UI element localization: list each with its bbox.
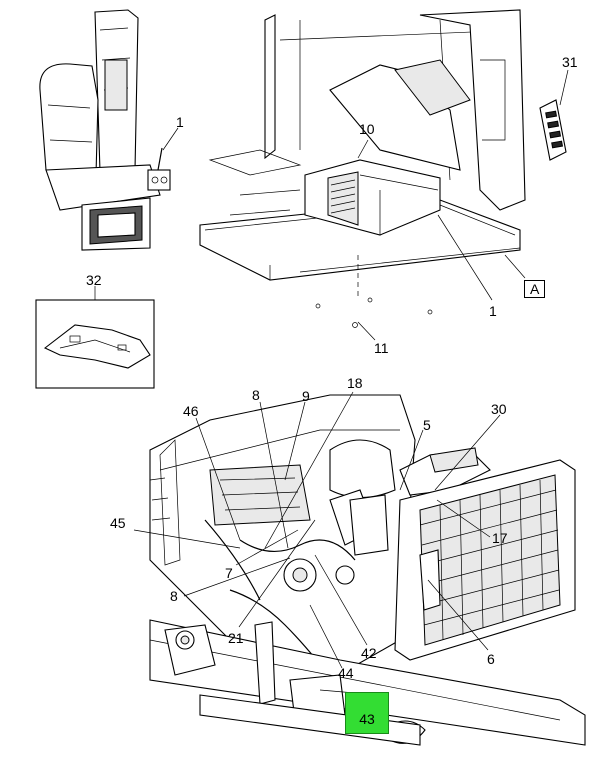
- callout-1-seat: 1: [176, 114, 184, 130]
- callout-6: 6: [487, 651, 495, 667]
- engine-compartment-drawing: [149, 394, 491, 691]
- callout-18: 18: [347, 375, 363, 391]
- callout-30: 30: [491, 401, 507, 417]
- callout-45: 45: [110, 515, 126, 531]
- callout-8-upper: 8: [252, 387, 260, 403]
- seat-drawing: [39, 9, 171, 251]
- callout-17: 17: [492, 530, 508, 546]
- radiator-drawing: [394, 459, 576, 661]
- callout-7: 7: [225, 565, 233, 581]
- callout-42: 42: [361, 645, 377, 661]
- callout-32: 32: [86, 272, 102, 288]
- control-panel-31-drawing: [539, 99, 567, 161]
- callout-11: 11: [374, 340, 389, 356]
- callout-46: 46: [183, 403, 199, 419]
- callout-A-view: A: [524, 280, 546, 298]
- callout-5: 5: [423, 417, 431, 433]
- callout-8-lower: 8: [170, 588, 178, 604]
- highlighted-callout-43[interactable]: 43: [345, 692, 389, 734]
- callout-43-label: 43: [359, 711, 375, 727]
- callout-10: 10: [359, 121, 375, 137]
- callout-31: 31: [562, 54, 578, 70]
- cab-floor-drawing: [199, 9, 526, 328]
- callout-1-floor: 1: [489, 303, 497, 319]
- callout-21: 21: [228, 630, 244, 646]
- callout-44: 44: [338, 665, 354, 681]
- detail-32-part-drawing: [43, 324, 151, 369]
- callout-9: 9: [302, 388, 310, 404]
